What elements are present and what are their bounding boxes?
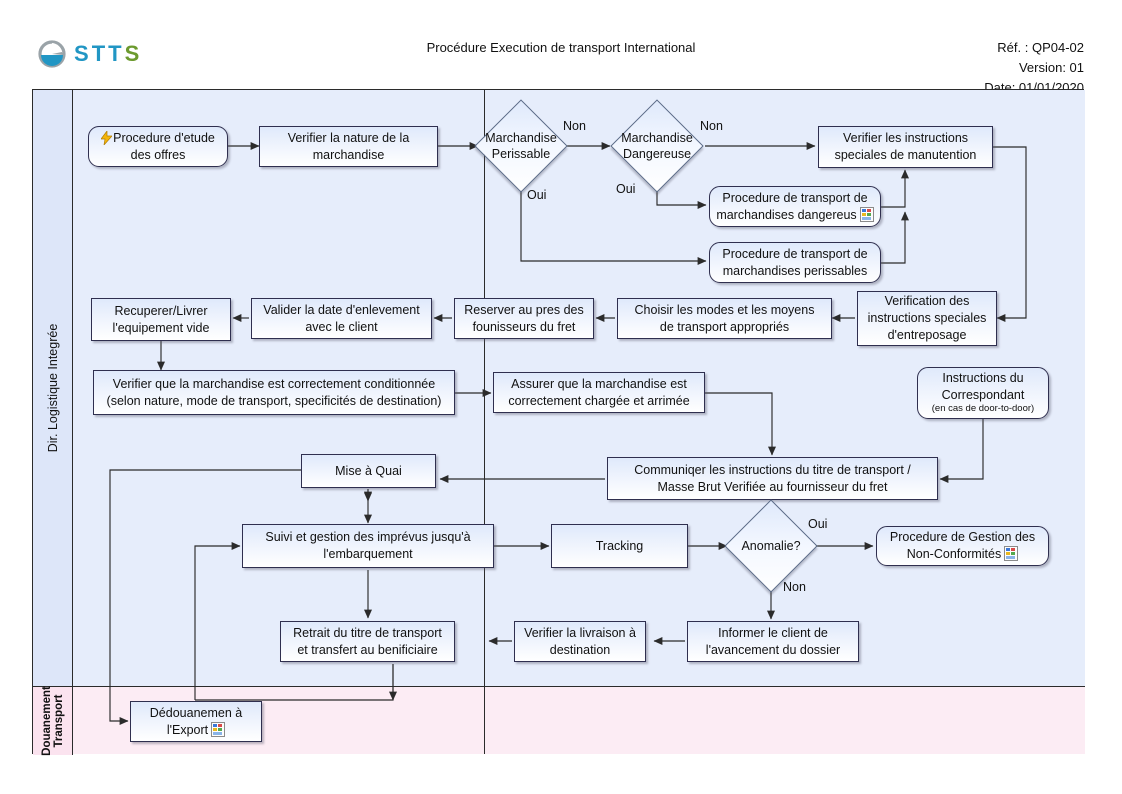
node-label: Informer le client de l'avancement du do…	[705, 625, 841, 657]
node-procedure-transport-dangereuses[interactable]: Procedure de transport de marchandises d…	[709, 186, 881, 227]
edge-label-non-dangereuse: Non	[700, 119, 723, 133]
node-label: Procedure d'etude des offres	[113, 130, 215, 162]
node-label: Communiqer les instructions du titre de …	[634, 462, 911, 494]
decision-anomalie[interactable]: Anomalie?	[724, 499, 818, 593]
node-verifier-nature-marchandise[interactable]: Verifier la nature de la marchandise	[259, 126, 438, 167]
node-assurer-marchandise-chargee[interactable]: Assurer que la marchandise est correctem…	[493, 372, 705, 413]
node-label: Verifier que la marchandise est correcte…	[112, 376, 436, 391]
node-valider-date-enlevement[interactable]: Valider la date d'enlevement avec le cli…	[251, 298, 432, 339]
document-title: Procédure Execution de transport Interna…	[426, 40, 696, 55]
lane-divider	[484, 90, 485, 754]
node-label: Verification des instructions speciales …	[867, 294, 987, 342]
node-label: Dédouanemen à l'Export	[149, 705, 243, 737]
node-suivi-gestion-imprevus[interactable]: Suivi et gestion des imprévus jusqu'à l'…	[242, 524, 494, 568]
node-label: Marchandise Perissable	[485, 130, 557, 161]
edge-label-oui-dangereuse: Oui	[616, 182, 636, 196]
node-informer-client-avancement[interactable]: Informer le client de l'avancement du do…	[687, 621, 859, 662]
node-label: Assurer que la marchandise est correctem…	[508, 376, 690, 408]
node-verifier-instructions-manutention[interactable]: Verifier les instructions speciales de m…	[818, 126, 993, 168]
node-label: Suivi et gestion des imprévus jusqu'à l'…	[265, 530, 471, 561]
reference-number: Réf. : QP04-02	[997, 40, 1084, 55]
globe-icon	[38, 40, 66, 68]
node-label: Procedure de transport de marchandises p…	[722, 246, 868, 278]
node-sublabel: (selon nature, mode de transport, specif…	[106, 393, 442, 408]
logo-letter-s2: S	[124, 41, 143, 66]
node-label: Tracking	[595, 538, 644, 553]
logo-letter-t1: T	[91, 41, 109, 66]
document-icon	[211, 721, 226, 737]
edge-label-non-anomalie: Non	[783, 580, 806, 594]
node-recuperer-livrer-equipement-vide[interactable]: Recuperer/Livrer l'equipement vide	[91, 298, 231, 341]
node-label: Choisir les modes et les moyens de trans…	[634, 302, 815, 334]
node-dedouanement-export[interactable]: Dédouanemen à l'Export	[130, 701, 262, 742]
node-verification-instructions-entreposage[interactable]: Verification des instructions speciales …	[857, 291, 997, 346]
node-verifier-livraison-destination[interactable]: Verifier la livraison à destination	[514, 621, 646, 662]
document-icon	[859, 206, 874, 222]
bolt-icon	[100, 129, 113, 146]
node-label: Procedure de Gestion des Non-Conformités	[889, 530, 1036, 561]
node-label: Anomalie?	[741, 538, 801, 553]
node-label: Valider la date d'enlevement avec le cli…	[263, 302, 420, 334]
node-label: Marchandise Dangereuse	[621, 130, 693, 161]
node-tracking[interactable]: Tracking	[551, 524, 688, 568]
node-procedure-transport-perissables[interactable]: Procedure de transport de marchandises p…	[709, 242, 881, 283]
swimlane-header-logistique: Dir. Logistique Integrée	[33, 90, 73, 686]
node-mise-a-quai[interactable]: Mise à Quai	[301, 454, 436, 488]
node-procedure-etude-offres[interactable]: Procedure d'etude des offres	[88, 126, 228, 167]
node-label: Verifier la nature de la marchandise	[287, 130, 410, 162]
node-reserver-fournisseurs-fret[interactable]: Reserver au pres des founisseurs du fret	[454, 298, 594, 339]
node-choisir-modes-moyens-transport[interactable]: Choisir les modes et les moyens de trans…	[617, 298, 832, 339]
decision-marchandise-perissable[interactable]: Marchandise Perissable	[474, 99, 568, 193]
edge-label-non-perissable: Non	[563, 119, 586, 133]
node-label: Verifier les instructions speciales de m…	[834, 131, 977, 162]
node-label: Recuperer/Livrer l'equipement vide	[112, 303, 210, 335]
node-label: Instructions du Correspondant	[941, 370, 1025, 402]
edge-label-oui-anomalie: Oui	[808, 517, 828, 531]
node-sublabel: (en cas de door-to-door)	[931, 403, 1035, 415]
document-icon	[1004, 546, 1019, 561]
node-verifier-marchandise-conditionnee[interactable]: Verifier que la marchandise est correcte…	[93, 370, 455, 415]
logo-letter-t2: T	[108, 41, 125, 66]
edge-label-oui-perissable: Oui	[527, 188, 547, 202]
version-number: Version: 01	[1018, 60, 1084, 76]
node-label: Procedure de transport de marchandises d…	[716, 190, 868, 222]
node-label: Retrait du titre de transport et transfe…	[293, 625, 442, 657]
node-procedure-gestion-non-conformites[interactable]: Procedure de Gestion des Non-Conformités	[876, 526, 1049, 566]
node-label: Reserver au pres des founisseurs du fret	[464, 302, 584, 334]
decision-marchandise-dangereuse[interactable]: Marchandise Dangereuse	[610, 99, 704, 193]
node-retrait-titre-transport[interactable]: Retrait du titre de transport et transfe…	[280, 621, 455, 662]
node-label: Verifier la livraison à destination	[524, 625, 636, 657]
stts-logo: STTS	[38, 40, 142, 68]
logo-letter-s1: S	[74, 41, 92, 66]
node-label: Mise à Quai	[335, 463, 402, 478]
node-instructions-correspondant[interactable]: Instructions du Correspondant (en cas de…	[917, 367, 1049, 419]
node-communiquer-instructions-titre-transport[interactable]: Communiqer les instructions du titre de …	[607, 457, 938, 500]
